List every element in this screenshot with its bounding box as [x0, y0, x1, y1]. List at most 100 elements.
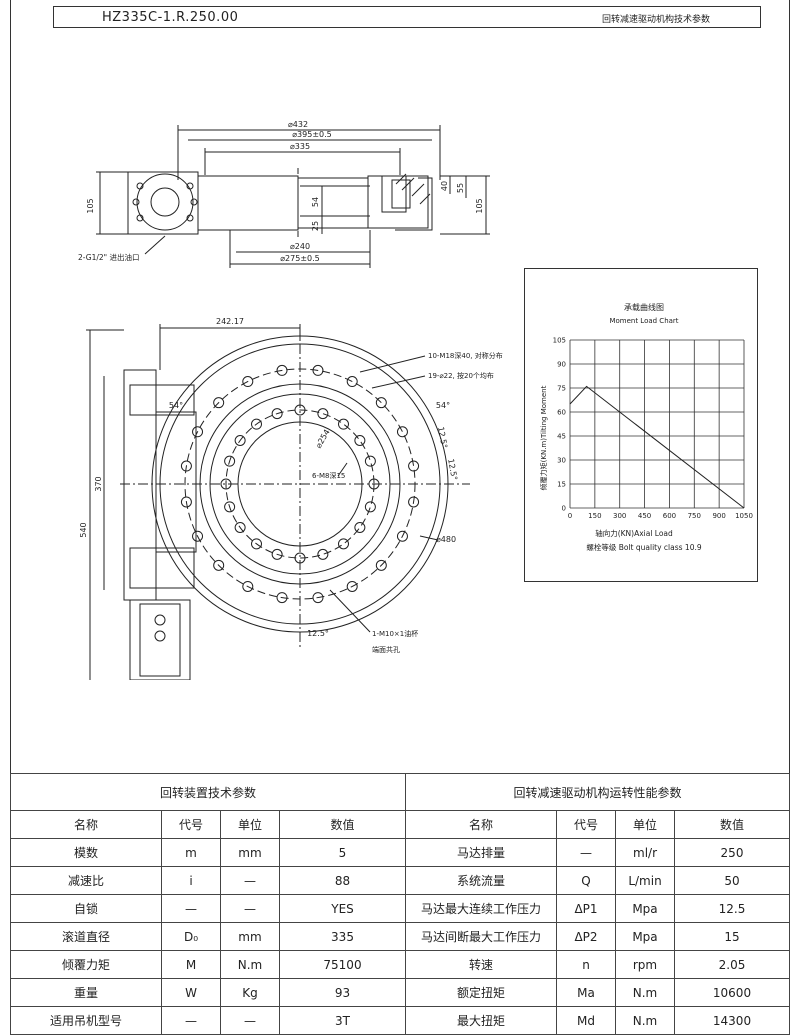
side-section-view: ⌀432 ⌀395±0.5 ⌀335 ⌀240 ⌀275±0.5 105 105… — [78, 120, 490, 268]
outer-bolt-hole — [346, 376, 358, 388]
cell: Mpa — [615, 922, 675, 951]
col-header: 代号 — [161, 810, 221, 839]
callout-m8: 6-M8深15 — [312, 471, 345, 480]
cell: 最大扭矩 — [405, 1006, 557, 1035]
angle-12-5-c: 12.5° — [307, 629, 329, 638]
inner-bolt-hole — [337, 418, 349, 430]
drawing-code: HZ335C-1.R.250.00 — [102, 10, 239, 25]
dim-242-17: 242.17 — [216, 317, 244, 326]
cell: 5 — [279, 838, 406, 867]
cell: 50 — [674, 866, 790, 895]
cell: N.m — [615, 1006, 675, 1035]
col-header: 单位 — [615, 810, 675, 839]
y-tick-label: 15 — [557, 481, 566, 489]
dim-55: 55 — [456, 183, 465, 193]
inner-bolt-hole — [364, 455, 376, 467]
inner-bolt-hole — [368, 478, 380, 490]
cell: 模数 — [10, 838, 162, 867]
cell: W — [161, 978, 221, 1007]
inner-bolt-hole — [337, 538, 349, 550]
cell: 减速比 — [10, 866, 162, 895]
y-tick-label: 30 — [557, 457, 566, 465]
x-tick-label: 600 — [663, 512, 676, 520]
cell: ml/r — [615, 838, 675, 867]
inner-bolt-hole — [364, 501, 376, 513]
chart-bolt-note: 螺栓等级 Bolt quality class 10.9 — [586, 542, 701, 552]
inner-bolt-hole — [220, 478, 232, 490]
table-title: 回转减速驱动机构运转性能参数 — [405, 773, 790, 811]
inner-bolt-hole — [251, 418, 263, 430]
outer-bolt-hole — [396, 530, 408, 542]
outer-bolt-hole — [396, 426, 408, 438]
cell: 马达间断最大工作压力 — [405, 922, 557, 951]
cell: 75100 — [279, 950, 406, 979]
cell: Q — [556, 866, 616, 895]
cell: 转速 — [405, 950, 557, 979]
chart-ylabel: 倾覆力矩(KN.m)Tilting Moment — [539, 385, 548, 490]
inner-bolt-hole — [234, 435, 246, 447]
inner-bolt-hole — [294, 404, 306, 416]
cell: Mpa — [615, 894, 675, 923]
dim-335: ⌀335 — [290, 142, 310, 151]
table-row: 适用吊机型号——3T — [10, 1006, 406, 1035]
drawing-frame — [10, 0, 790, 1034]
outer-bolt-hole — [408, 460, 420, 472]
chart-title: 承载曲线图 — [624, 302, 664, 312]
cell: 适用吊机型号 — [10, 1006, 162, 1035]
col-header: 单位 — [220, 810, 280, 839]
outer-bolt-hole — [375, 397, 387, 409]
outer-bolt-hole — [242, 376, 254, 388]
cell: YES — [279, 894, 406, 923]
drawing-title: 回转减速驱动机构技术参数 — [602, 15, 711, 25]
col-header: 名称 — [10, 810, 162, 839]
cell: M — [161, 950, 221, 979]
callout-22-holes: 19-⌀22, 按20个均布 — [428, 371, 494, 380]
table-row: 自锁——YES — [10, 894, 406, 923]
cell: 15 — [674, 922, 790, 951]
y-tick-label: 75 — [557, 385, 566, 393]
cell: 滚道直径 — [10, 922, 162, 951]
cell: Ma — [556, 978, 616, 1007]
dim-395: ⌀395±0.5 — [292, 130, 332, 139]
cell: 系统流量 — [405, 866, 557, 895]
angle-54-right: 54° — [436, 401, 450, 410]
load-curve-line — [569, 385, 745, 509]
cell: 93 — [279, 978, 406, 1007]
cell: 倾覆力矩 — [10, 950, 162, 979]
x-tick-label: 1050 — [735, 512, 753, 520]
cell: 2.05 — [674, 950, 790, 979]
cell: 马达最大连续工作压力 — [405, 894, 557, 923]
col-header: 数值 — [674, 810, 790, 839]
y-tick-label: 45 — [557, 433, 566, 441]
cell: — — [220, 866, 280, 895]
inner-bolt-hole — [224, 455, 236, 467]
cell: 马达排量 — [405, 838, 557, 867]
outer-bolt-hole — [375, 559, 387, 571]
cell: ΔP1 — [556, 894, 616, 923]
cell: 88 — [279, 866, 406, 895]
cell: 12.5 — [674, 894, 790, 923]
outer-bolt-hole — [192, 426, 204, 438]
outer-bolt-hole — [276, 364, 288, 376]
outer-bolt-hole — [180, 460, 192, 472]
col-header: 代号 — [556, 810, 616, 839]
outer-bolt-hole — [180, 496, 192, 508]
cell: 335 — [279, 922, 406, 951]
dim-105-left: 105 — [86, 198, 95, 213]
dim-40: 40 — [440, 181, 449, 191]
angle-54-left: 54° — [169, 401, 183, 410]
cell: 额定扭矩 — [405, 978, 557, 1007]
cell: ΔP2 — [556, 922, 616, 951]
x-tick-label: 300 — [613, 512, 626, 520]
callout-oil-cup: 1-M10×1油杯 — [372, 629, 418, 638]
y-tick-label: 60 — [557, 409, 566, 417]
cell: mm — [220, 922, 280, 951]
